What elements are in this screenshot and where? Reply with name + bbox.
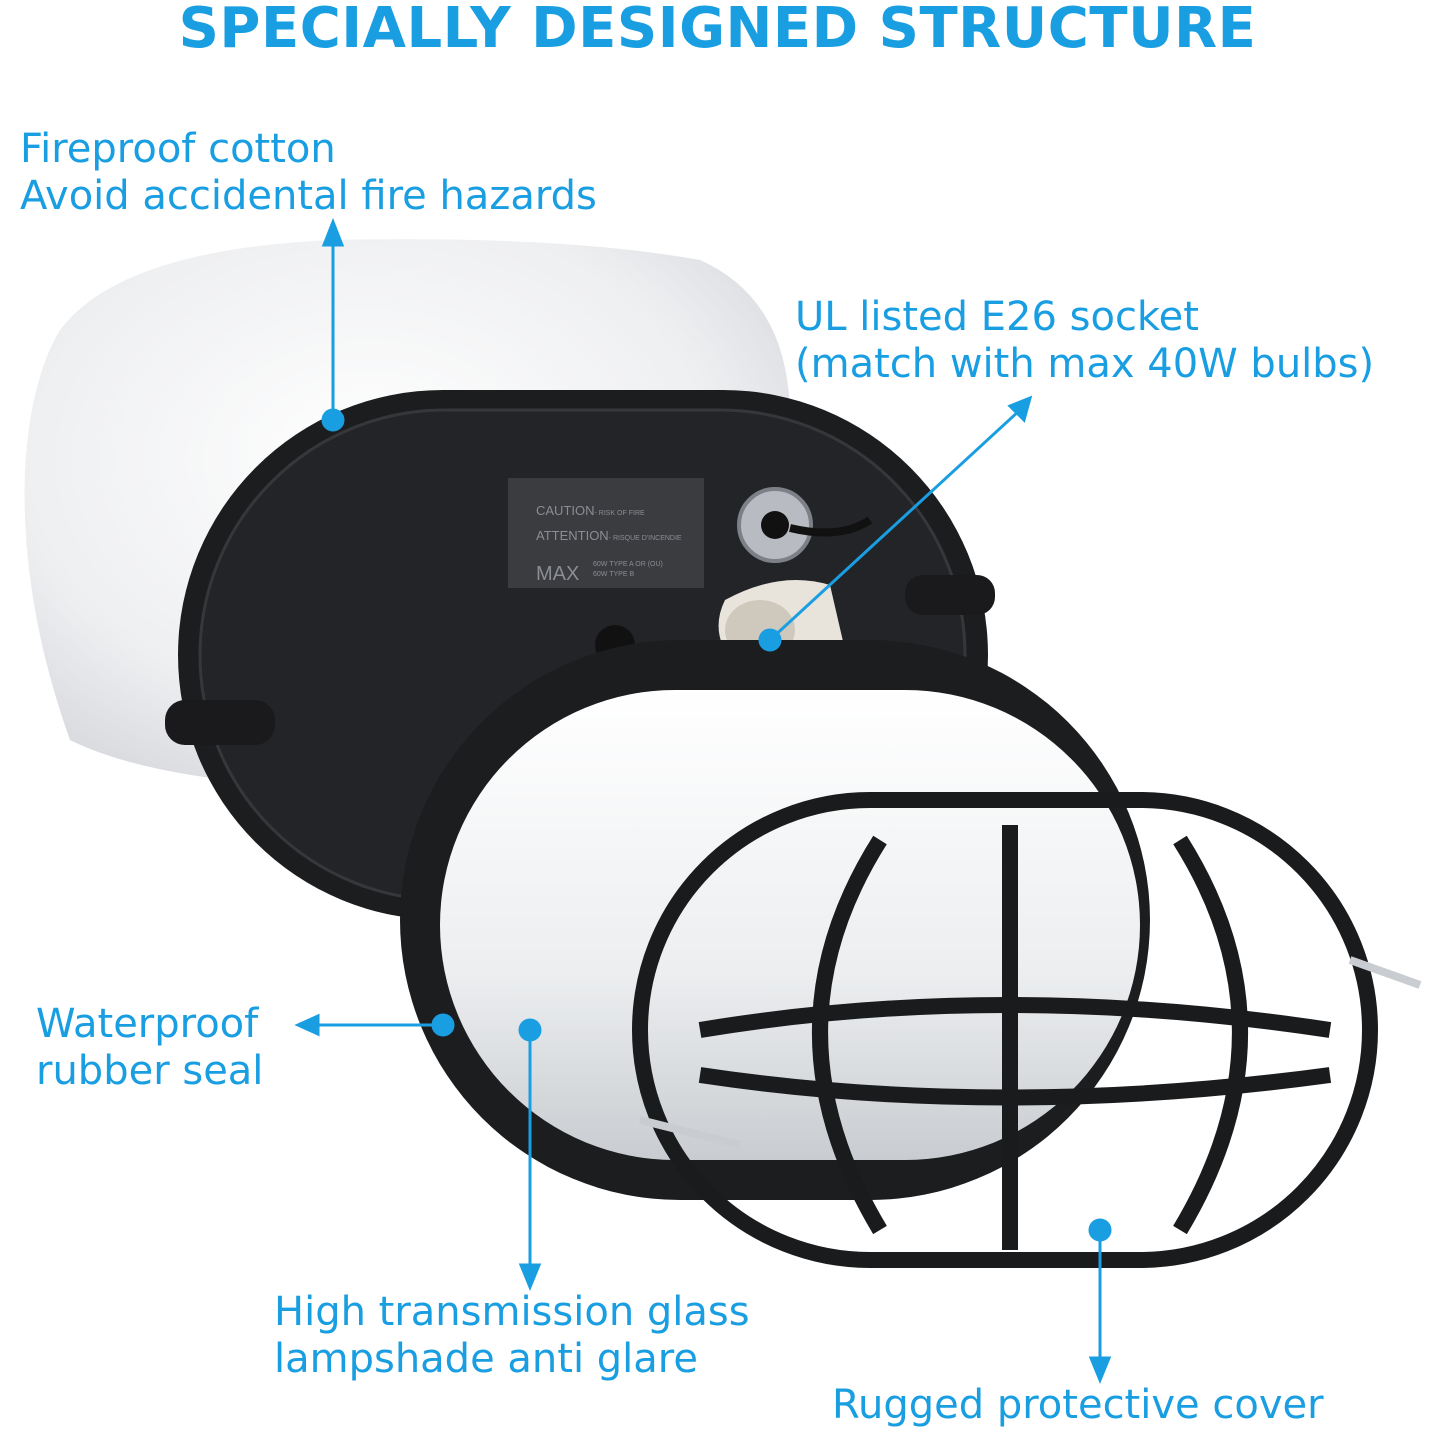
callout-protective-cover: Rugged protective cover xyxy=(832,1382,1324,1429)
caution-text: CAUTION- RISK OF FIRE xyxy=(536,503,645,518)
callout-line: Rugged protective cover xyxy=(832,1382,1324,1428)
callout-e26-socket: UL listed E26 socket (match with max 40W… xyxy=(795,294,1374,388)
callout-line: High transmission glass xyxy=(274,1289,750,1335)
callout-line: rubber seal xyxy=(36,1048,264,1094)
max-text: MAX xyxy=(536,563,579,585)
callout-arrows xyxy=(294,217,1112,1384)
svg-text:60W TYPE B: 60W TYPE B xyxy=(593,571,634,578)
caution-label: CAUTION- RISK OF FIRE ATTENTION- RISQUE … xyxy=(508,478,704,588)
callout-glass-lampshade: High transmission glass lampshade anti g… xyxy=(274,1289,750,1383)
callout-line: (match with max 40W bulbs) xyxy=(795,341,1375,387)
page-title: SPECIALLY DESIGNED STRUCTURE xyxy=(178,0,1257,61)
callout-rubber-seal: Waterproof rubber seal xyxy=(36,1001,263,1095)
protective-cage xyxy=(632,792,1378,1268)
attention-text: ATTENTION- RISQUE D'INCENDIE xyxy=(536,528,682,543)
svg-text:60W TYPE A OR (OU): 60W TYPE A OR (OU) xyxy=(593,561,663,568)
callout-line: Fireproof cotton xyxy=(20,126,336,172)
callout-line: Waterproof xyxy=(36,1001,259,1047)
callout-line: UL listed E26 socket xyxy=(795,294,1199,340)
callout-fireproof-cotton: Fireproof cotton Avoid accidental fire h… xyxy=(20,126,597,220)
callout-line: lampshade anti glare xyxy=(274,1336,698,1382)
callout-line: Avoid accidental fire hazards xyxy=(20,173,597,219)
